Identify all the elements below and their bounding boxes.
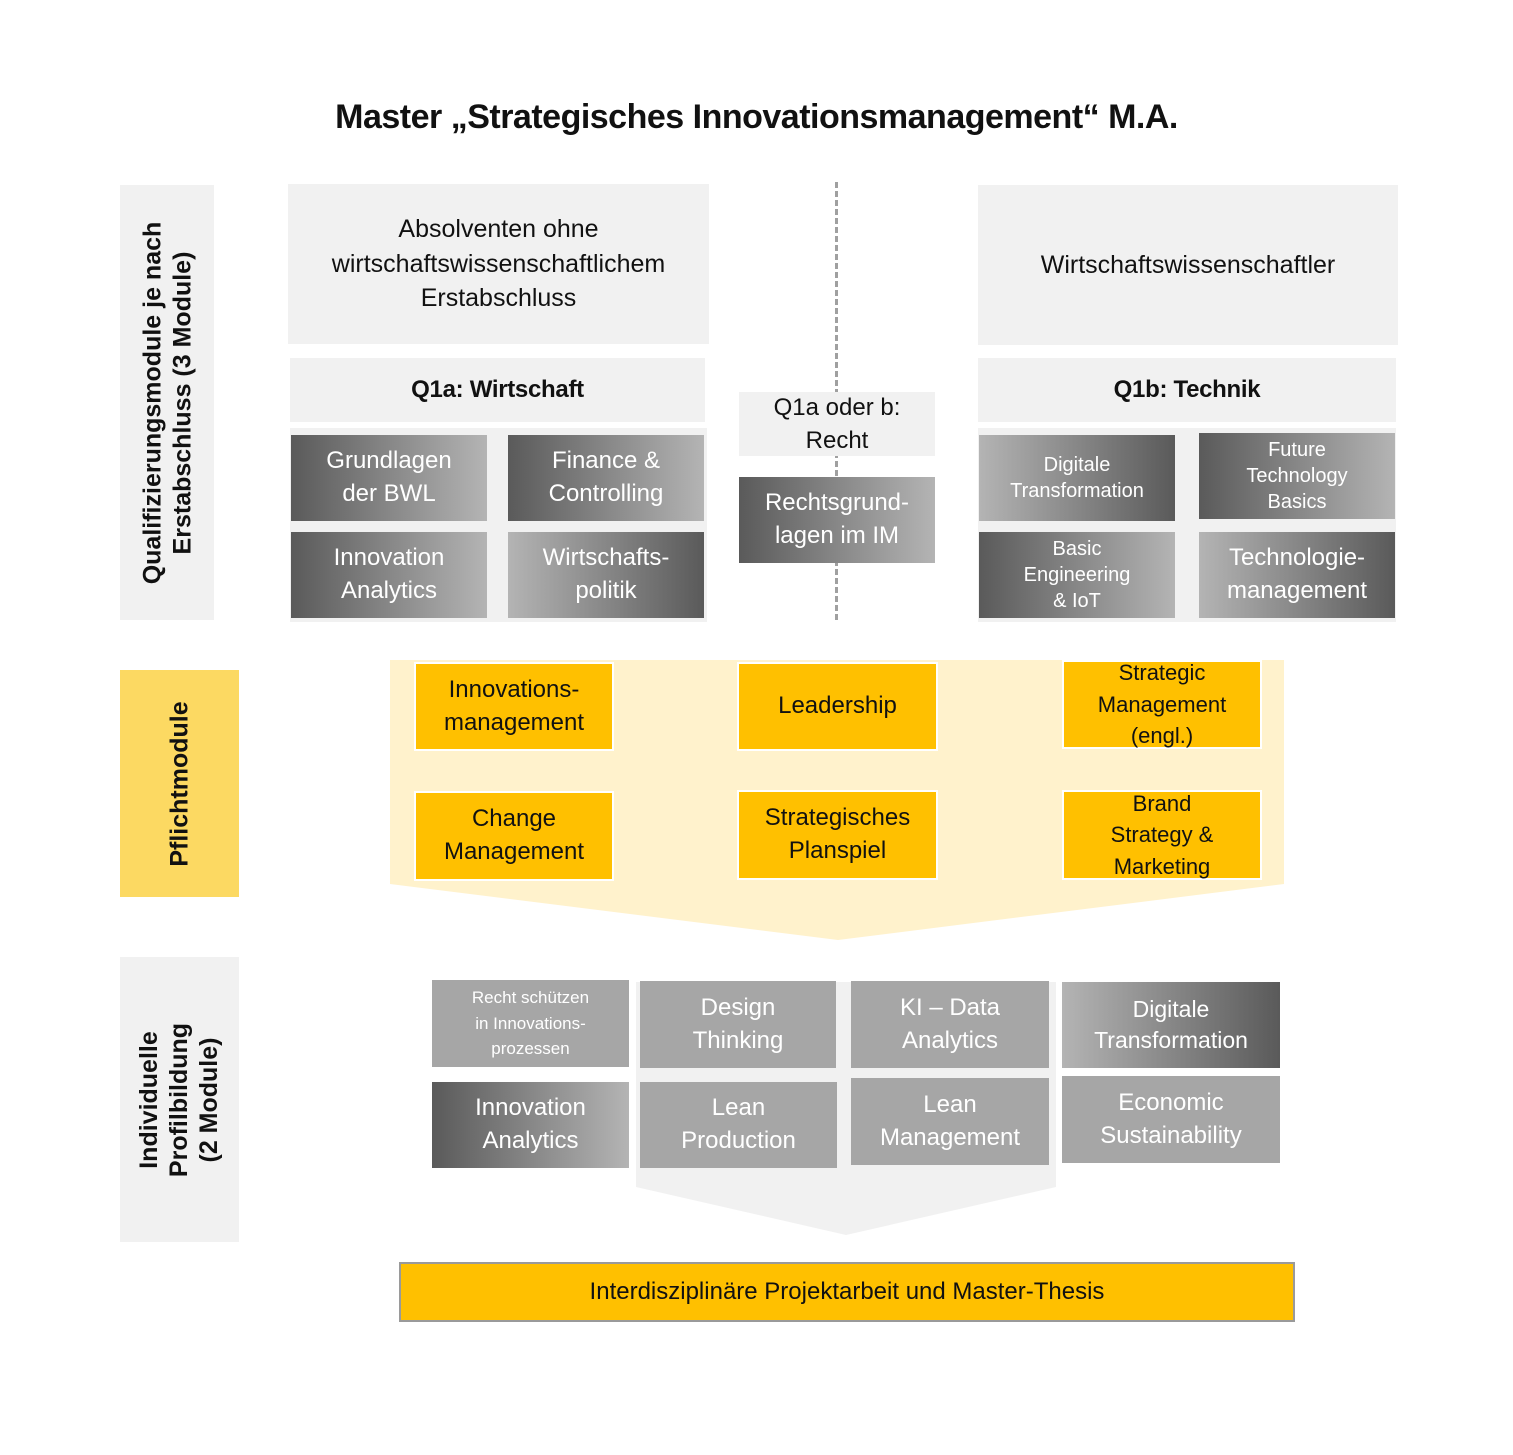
module-innovation-analytics-profil: Innovation Analytics [432, 1082, 629, 1168]
module-innovation-analytics: Innovation Analytics [291, 532, 487, 618]
module-digitale-transformation: Digitale Transformation [979, 435, 1175, 521]
module-economic-sustainability: Economic Sustainability [1062, 1076, 1280, 1163]
group-non-economists: Absolventen ohne wirtschaftswissenschaft… [288, 184, 709, 344]
module-innovationsmanagement: Innovations- management [414, 662, 614, 751]
section-label-pflicht: Pflichtmodule [120, 670, 239, 897]
module-lean-production: Lean Production [640, 1082, 837, 1168]
module-future-technology: Future Technology Basics [1199, 433, 1395, 519]
q1a-header: Q1a: Wirtschaft [290, 358, 705, 422]
module-technologiemanagement: Technologie- management [1199, 532, 1395, 618]
module-change-management: Change Management [414, 791, 614, 881]
module-finance-controlling: Finance & Controlling [508, 435, 704, 521]
module-lean-management: Lean Management [851, 1078, 1049, 1165]
recht-header: Q1a oder b: Recht [739, 392, 935, 456]
module-recht-schuetzen: Recht schützen in Innovations- prozessen [432, 980, 629, 1067]
section-label-profil: Individuelle Profilbildung (2 Module) [120, 957, 239, 1242]
final-project-thesis: Interdisziplinäre Projektarbeit und Mast… [399, 1262, 1295, 1322]
module-ki-data-analytics: KI – Data Analytics [851, 981, 1049, 1068]
q1b-header: Q1b: Technik [978, 358, 1396, 422]
section-label-qualifizierung: Qualifizierungsmodule je nach Erstabschl… [120, 185, 214, 620]
group-economists: Wirtschaftswissenschaftler [978, 185, 1398, 345]
page-title: Master „Strategisches Innovationsmanagem… [335, 98, 1178, 136]
module-grundlagen-bwl: Grundlagen der BWL [291, 435, 487, 521]
module-rechtsgrundlagen: Rechtsgrund- lagen im IM [739, 477, 935, 563]
module-leadership: Leadership [737, 662, 938, 751]
module-brand-strategy: Brand Strategy & Marketing [1062, 790, 1262, 880]
module-digitale-transformation-profil: Digitale Transformation [1062, 982, 1280, 1068]
module-design-thinking: Design Thinking [640, 981, 836, 1068]
module-basic-engineering: Basic Engineering & IoT [979, 532, 1175, 618]
module-strategisches-planspiel: Strategisches Planspiel [737, 790, 938, 880]
module-wirtschaftspolitik: Wirtschafts- politik [508, 532, 704, 618]
module-strategic-management: Strategic Management (engl.) [1062, 660, 1262, 749]
